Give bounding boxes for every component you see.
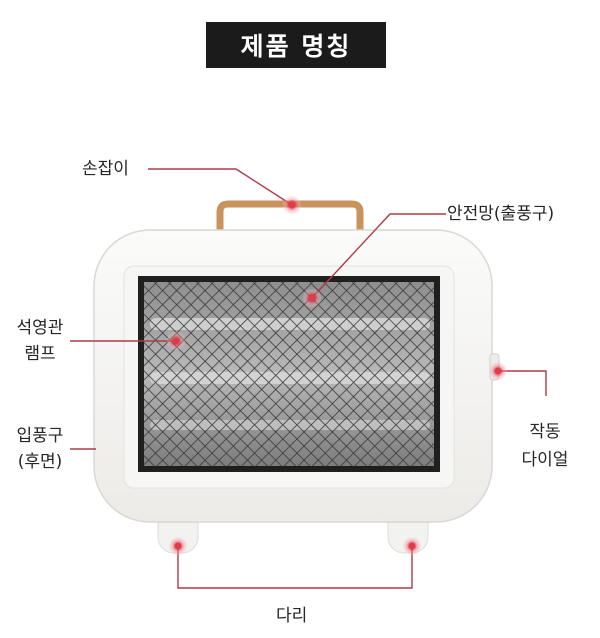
label-dial: 작동 다이얼	[512, 420, 578, 472]
quartz-lamp-dot	[167, 332, 185, 350]
label-intake-line1: 입풍구	[16, 426, 64, 446]
right-leg-dot	[403, 537, 421, 555]
dial-dot	[489, 362, 507, 380]
label-handle: 손잡이	[82, 159, 129, 179]
safety-net-dot	[303, 289, 321, 307]
handle-dot	[283, 196, 301, 214]
label-intake-line2: (후면)	[17, 452, 63, 472]
label-quartz-lamp: 석영관 램프	[12, 316, 68, 366]
page-title: 제품 명칭	[206, 22, 386, 68]
label-legs: 다리	[276, 606, 308, 626]
left-leg-dot	[169, 537, 187, 555]
label-dial-line1: 작동	[529, 422, 561, 442]
label-safety-net: 안전망(출풍구)	[447, 204, 555, 224]
label-quartz-lamp-line2: 램프	[24, 344, 56, 364]
label-dial-line2: 다이얼	[521, 450, 569, 470]
safety-net-grille	[144, 282, 434, 466]
label-intake: 입풍구 (후면)	[10, 424, 70, 474]
label-quartz-lamp-line1: 석영관	[16, 318, 64, 338]
